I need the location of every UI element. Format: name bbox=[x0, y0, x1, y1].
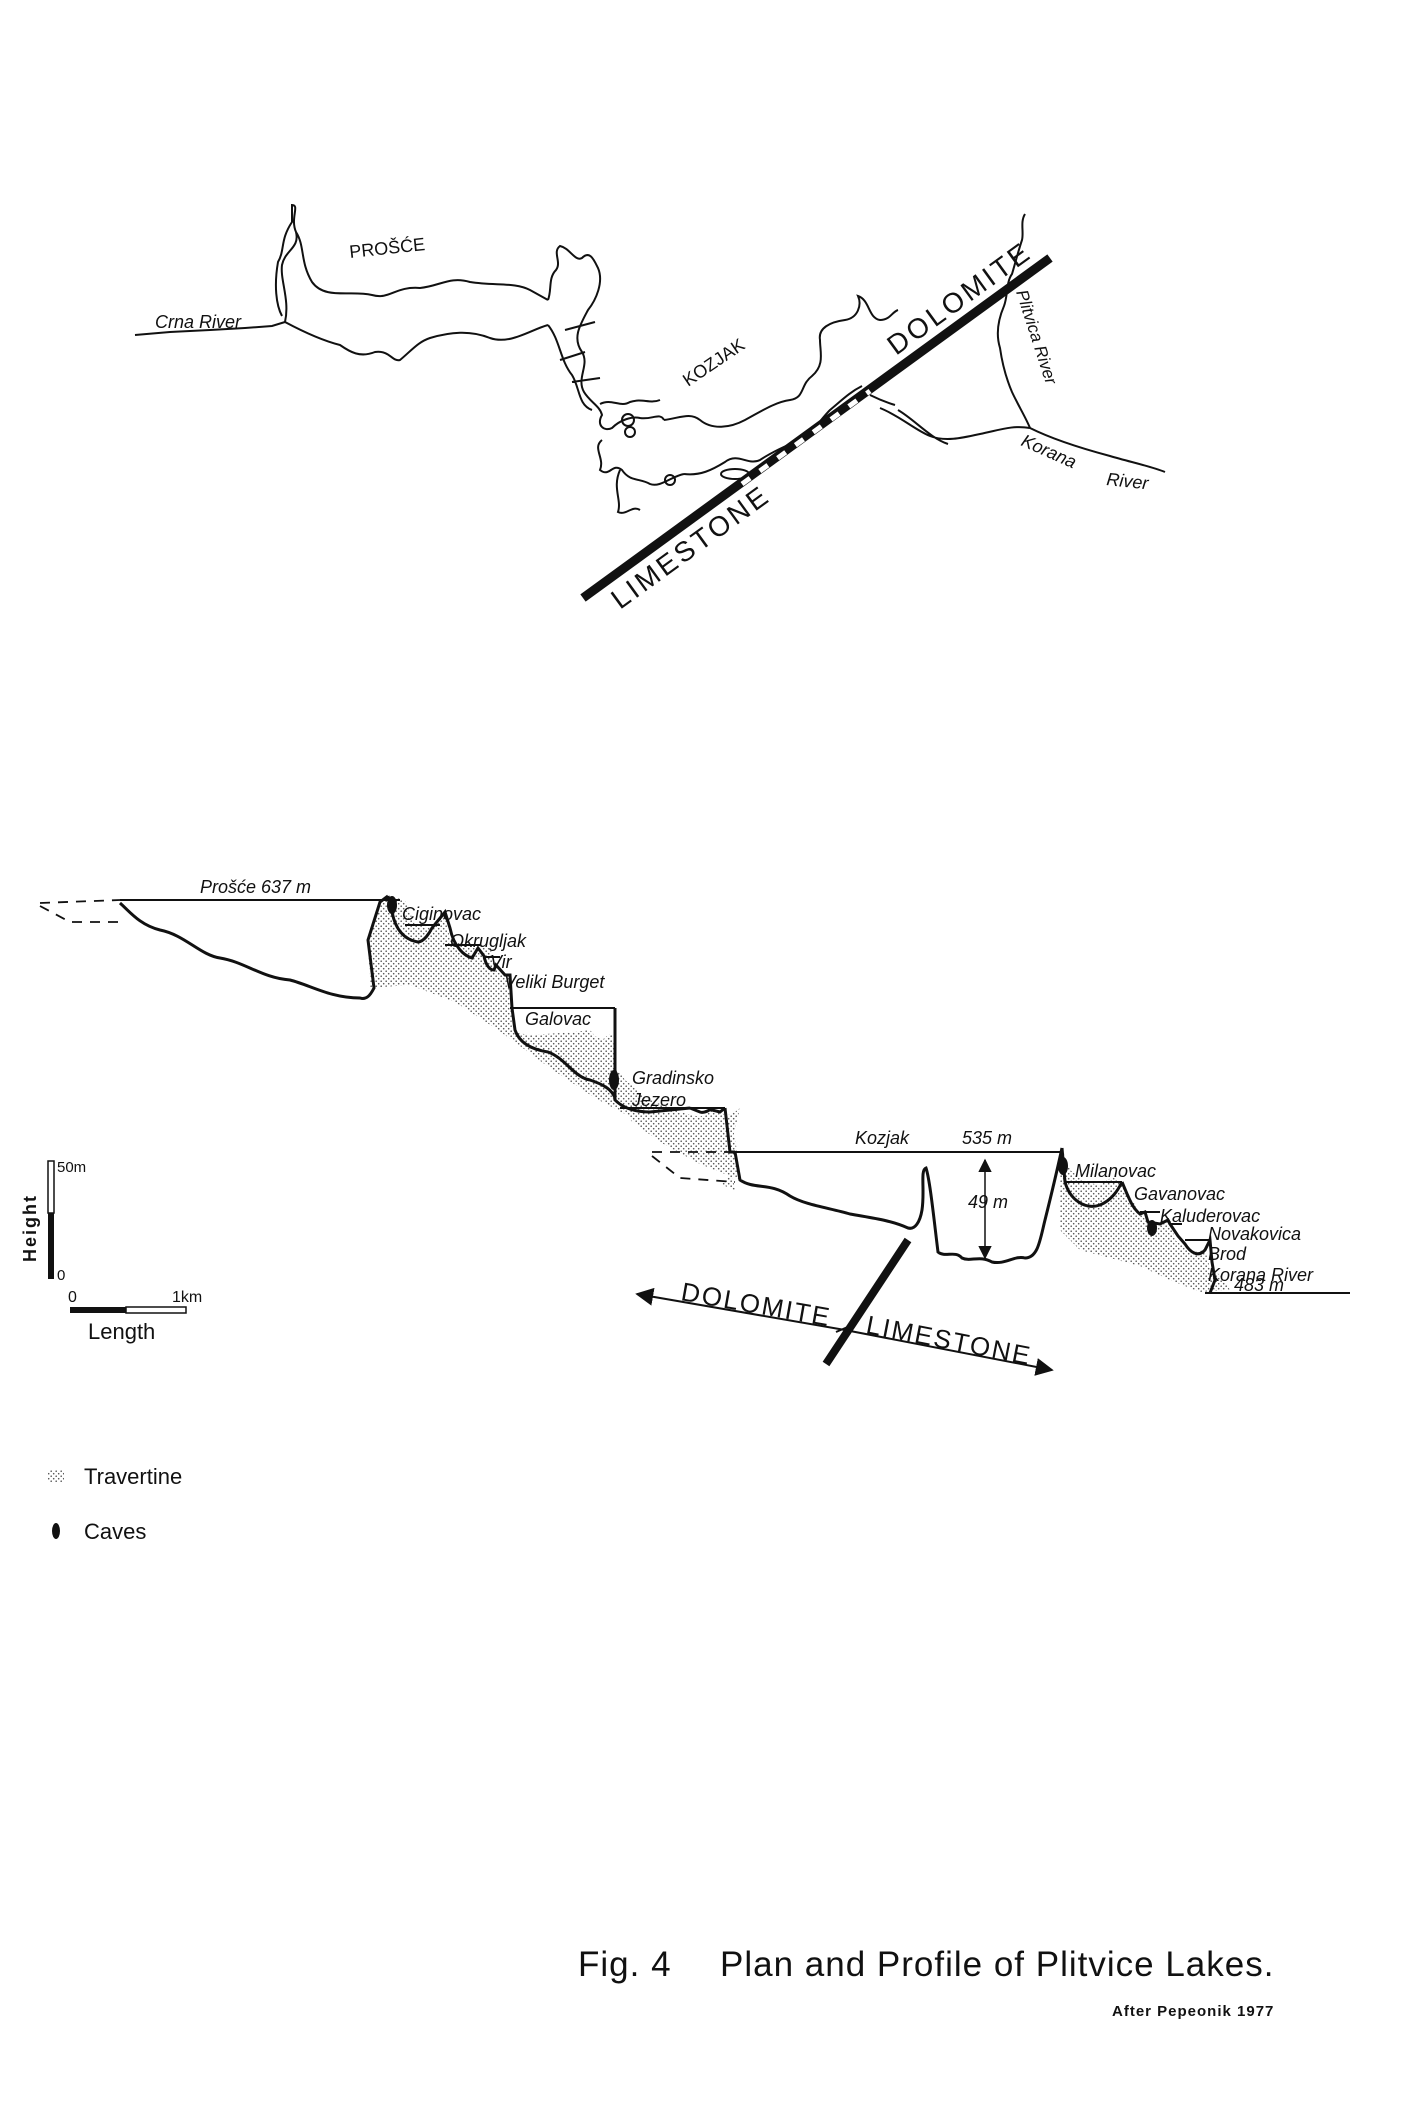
prosce-lake-outline bbox=[274, 203, 549, 362]
label-limestone: LIMESTONE bbox=[864, 1309, 1034, 1370]
plan-korana-river-label: River bbox=[1106, 469, 1151, 493]
profile-caves bbox=[387, 896, 1157, 1236]
label-prosce: Prošće 637 m bbox=[200, 877, 311, 897]
profile-section bbox=[39, 894, 1350, 1376]
profile-fault-line bbox=[822, 1237, 912, 1367]
label-kozjak: Kozjak bbox=[855, 1128, 910, 1148]
limestone-arrow bbox=[844, 1329, 1054, 1376]
label-galovac: Galovac bbox=[525, 1009, 591, 1029]
label-kaluderovac: Kaluderovac bbox=[1160, 1206, 1260, 1226]
height-scale-label: Height bbox=[20, 1194, 40, 1262]
cascade-lakes-outline bbox=[547, 244, 665, 431]
figure-title: Plan and Profile of Plitvice Lakes. bbox=[720, 1945, 1275, 1984]
caves-legend-swatch bbox=[52, 1523, 60, 1539]
height-scale-top: 50m bbox=[57, 1159, 86, 1176]
label-novakovica: Novakovica bbox=[1208, 1224, 1301, 1244]
legend-caves: Caves bbox=[84, 1519, 146, 1545]
plan-prosce-label: PROŠĆE bbox=[348, 233, 426, 262]
legend-caves-label: Caves bbox=[84, 1519, 147, 1544]
label-gavanovac: Gavanovac bbox=[1134, 1184, 1225, 1204]
label-kozjak-elevation: 535 m bbox=[962, 1128, 1012, 1148]
label-milanovac: Milanovac bbox=[1075, 1161, 1156, 1181]
legend-travertine: Travertine bbox=[84, 1464, 182, 1490]
label-brod: Brod bbox=[1208, 1244, 1247, 1264]
korana-river-line bbox=[1029, 427, 1166, 473]
plan-crna-river-label: Crna River bbox=[155, 312, 242, 332]
label-ciginovac: Ciginovac bbox=[402, 904, 481, 924]
plan-plitvica-river-label: Plitvica River bbox=[1012, 287, 1061, 388]
profile-floor bbox=[118, 894, 1217, 1294]
legend-travertine-label: Travertine bbox=[84, 1464, 183, 1489]
label-vir: Vir bbox=[490, 952, 513, 972]
length-scale-km: 1km bbox=[172, 1289, 202, 1306]
plan-kozjak-label: KOZJAK bbox=[679, 335, 748, 391]
label-dolomite: DOLOMITE bbox=[679, 1276, 834, 1332]
figure-source: After Pepeonik 1977 bbox=[1112, 2003, 1275, 2020]
label-veliki-burget: Veliki Burget bbox=[504, 972, 605, 992]
label-korana-river: Korana River bbox=[1208, 1265, 1314, 1285]
height-scale: Height 50m 0 bbox=[20, 1159, 86, 1284]
plan-map bbox=[134, 203, 1166, 514]
plitvica-river-line bbox=[996, 213, 1031, 429]
travertine-fill-mid bbox=[612, 1062, 740, 1180]
label-gradinsko: Gradinsko bbox=[632, 1068, 714, 1088]
travertine-legend-swatch bbox=[48, 1470, 64, 1482]
height-scale-zero: 0 bbox=[57, 1267, 65, 1284]
label-okrugljak: Okrugljak bbox=[450, 931, 527, 951]
label-korana-elevation: 483 m bbox=[1234, 1275, 1284, 1295]
kozjak-lake-outline bbox=[663, 294, 899, 476]
plan-fault-line bbox=[580, 254, 1053, 602]
crna-river-line bbox=[134, 321, 286, 336]
dolomite-stream-outline bbox=[869, 394, 1031, 445]
length-scale-label: Length bbox=[88, 1319, 155, 1344]
plan-limestone-label: LIMESTONE bbox=[605, 479, 776, 615]
label-jezero: Jezero bbox=[631, 1090, 686, 1110]
lower-loop-outline bbox=[597, 439, 685, 514]
dolomite-arrow bbox=[635, 1287, 846, 1331]
label-kozjak-depth: 49 m bbox=[968, 1192, 1008, 1212]
length-scale-zero: 0 bbox=[68, 1289, 77, 1306]
travertine-fill-lower bbox=[1060, 1148, 1230, 1292]
length-scale: 0 1km Length bbox=[68, 1289, 202, 1344]
figure-number: Fig. 4 bbox=[578, 1945, 672, 1984]
